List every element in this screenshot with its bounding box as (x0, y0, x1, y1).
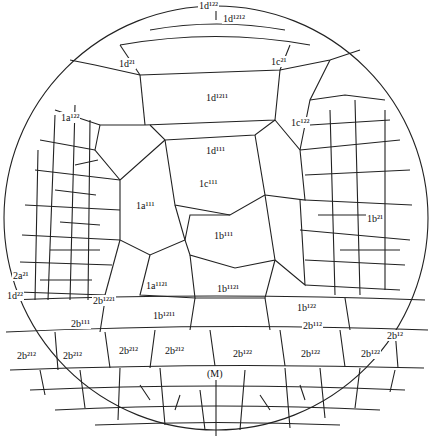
cell-label: 1d¹²¹¹ (205, 92, 229, 103)
cell-label: 1a¹¹²¹ (145, 280, 168, 291)
cell-label: 1d¹²¹² (222, 13, 246, 24)
cell-label: 2b²¹² (16, 350, 37, 361)
cell-label: 1d¹¹¹ (205, 145, 226, 156)
cell-label: 1b¹²² (296, 302, 317, 313)
cell-label: 2b¹²² (360, 348, 381, 359)
cell-label: 1c¹¹¹ (198, 178, 218, 189)
cell-label: 1a¹²² (60, 112, 80, 123)
cell-label: 1d¹²² (198, 0, 219, 11)
cell-label: 2b²¹² (118, 345, 139, 356)
cell-label: 1b²¹ (366, 213, 384, 224)
cell-label: 1a¹¹¹ (135, 200, 155, 211)
cell-label: 2b¹²²¹ (92, 295, 116, 306)
cell-label: 1c¹²² (290, 117, 310, 128)
cell-label: (M) (206, 368, 224, 379)
cell-label: 2b²¹² (164, 345, 185, 356)
cell-label: 2b¹² (386, 330, 404, 341)
cell-label: 2b²¹² (62, 350, 83, 361)
cell-label: 1b¹¹¹ (213, 230, 234, 241)
cell-label: 1b¹²¹¹ (152, 310, 176, 321)
cell-label: 1d²² (6, 290, 24, 301)
cell-label: 2b¹¹² (302, 320, 323, 331)
cell-label: 2a²¹ (12, 270, 29, 281)
cell-label: 2b¹¹¹ (70, 318, 91, 329)
cell-label: 1c²¹ (270, 56, 287, 67)
cell-label: 1d²¹ (118, 58, 136, 69)
cell-label: 1b¹¹²¹ (216, 283, 240, 294)
cell-label: 2b¹²² (300, 348, 321, 359)
cell-label: 2b¹²² (232, 348, 253, 359)
